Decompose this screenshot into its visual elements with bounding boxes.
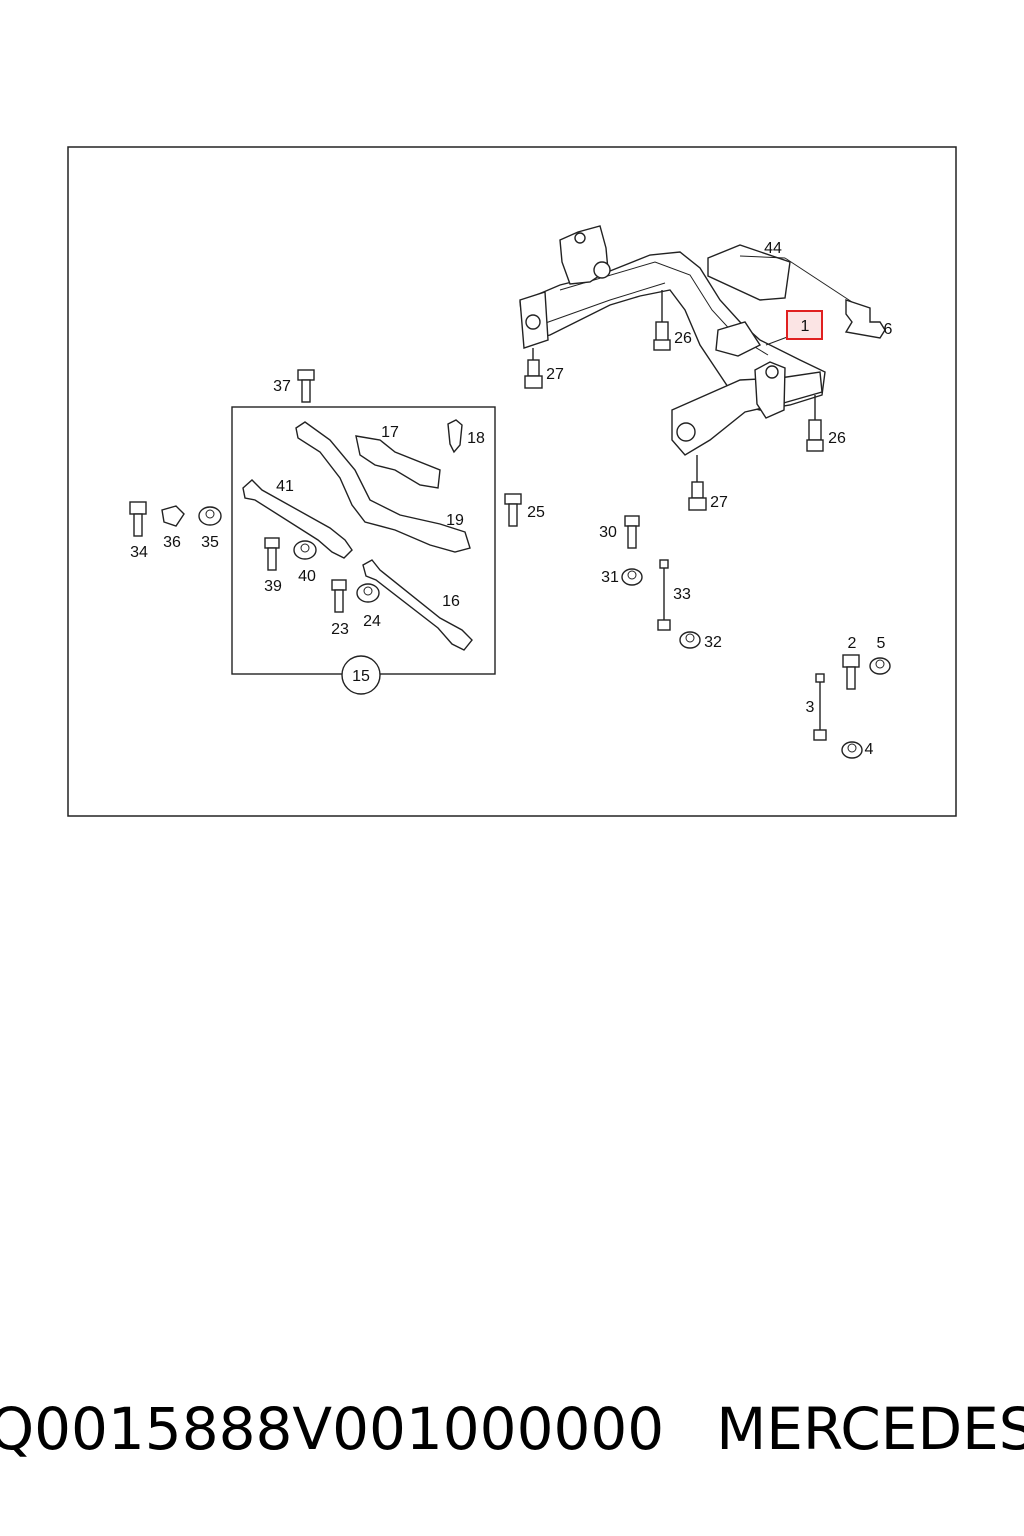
subframe-bolts[interactable] bbox=[524, 290, 824, 511]
callout-36: 36 bbox=[163, 534, 181, 551]
callout-25: 25 bbox=[527, 504, 545, 521]
callout-18: 18 bbox=[467, 430, 485, 447]
callout-39: 39 bbox=[264, 578, 282, 595]
callout-40: 40 bbox=[298, 568, 316, 585]
link-16[interactable] bbox=[362, 559, 473, 651]
callout-35: 35 bbox=[201, 534, 219, 551]
callout-44: 44 bbox=[764, 240, 782, 257]
callout-6: 6 bbox=[884, 321, 893, 338]
callout-37: 37 bbox=[273, 378, 291, 395]
part-code: Q0015888V001000000 bbox=[0, 1395, 665, 1463]
callout-5: 5 bbox=[877, 635, 886, 652]
callout-26b: 26 bbox=[828, 430, 846, 447]
parts-diagram: 1 2 3 4 5 6 15 16 17 18 19 23 24 25 26 2… bbox=[67, 146, 957, 817]
callout-24: 24 bbox=[363, 613, 381, 630]
hardware-items[interactable] bbox=[129, 369, 891, 759]
callout-32: 32 bbox=[704, 634, 722, 651]
callout-26a: 26 bbox=[674, 330, 692, 347]
callout-15: 15 bbox=[352, 668, 370, 685]
link-41[interactable] bbox=[242, 479, 353, 559]
control-arm-19[interactable] bbox=[295, 421, 471, 553]
callout-16: 16 bbox=[442, 593, 460, 610]
callout-23: 23 bbox=[331, 621, 349, 638]
subframe-assembly[interactable] bbox=[519, 225, 886, 456]
callout-labels: 1 2 3 4 5 6 15 16 17 18 19 23 24 25 26 2… bbox=[130, 240, 892, 758]
callout-34: 34 bbox=[130, 544, 148, 561]
brand-name: MERCEDES bbox=[716, 1395, 1024, 1463]
callout-19: 19 bbox=[446, 512, 464, 529]
callout-27b: 27 bbox=[710, 494, 728, 511]
callout-33: 33 bbox=[673, 586, 691, 603]
callout-3: 3 bbox=[806, 699, 815, 716]
callout-17: 17 bbox=[381, 424, 399, 441]
callout-1: 1 bbox=[801, 318, 810, 335]
diagram-frame bbox=[67, 146, 957, 817]
image-caption: Q0015888V001000000 MERCEDES bbox=[0, 1384, 1024, 1474]
callout-41: 41 bbox=[276, 478, 294, 495]
bracket-17[interactable] bbox=[355, 435, 441, 489]
callout-27a: 27 bbox=[546, 366, 564, 383]
callout-30: 30 bbox=[599, 524, 617, 541]
highlight-box-1[interactable] bbox=[786, 310, 823, 340]
callout-4: 4 bbox=[865, 741, 874, 758]
callout-2: 2 bbox=[848, 635, 857, 652]
callout-circle-15 bbox=[341, 655, 381, 695]
callout-31: 31 bbox=[601, 569, 619, 586]
